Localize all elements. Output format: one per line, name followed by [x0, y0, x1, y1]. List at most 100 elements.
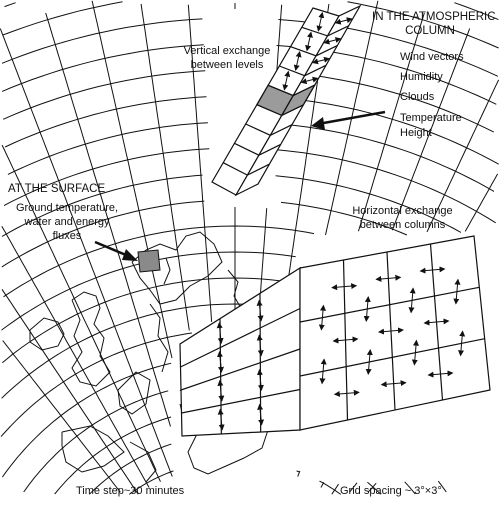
grid-latitude-line: [2, 70, 206, 120]
grid-longitude-line: [1, 144, 161, 482]
grid-latitude-line: [23, 390, 169, 493]
vertical-exchange-line-2: between levels: [190, 59, 264, 71]
block-front-row-line: [299, 338, 485, 377]
grid-longitude-line: [140, 3, 190, 331]
exchange-arrow: [216, 322, 224, 345]
exchange-arrow: [427, 370, 454, 378]
grid-latitude-line: [367, 481, 382, 495]
grid-latitude-line: [454, 2, 499, 21]
grid-longitude-line: [349, 482, 358, 493]
block-left-face: [179, 266, 301, 437]
grid-latitude-line: [1, 18, 203, 64]
grid-latitude-line: [1, 362, 172, 478]
column-level-line: [301, 25, 349, 37]
atmospheric-column: [211, 4, 362, 197]
column-shaded-cell: [280, 83, 317, 117]
exchange-arrow: [378, 327, 404, 335]
surface-header: AT THE SURFACE: [8, 183, 106, 195]
grid-latitude-line: [437, 480, 447, 493]
coastline-path: [129, 441, 157, 483]
grid-longitude-line: [464, 173, 499, 232]
exchange-arrow: [217, 350, 224, 373]
column-level-line: [222, 162, 270, 176]
grid-latitude-line: [282, 97, 499, 165]
grid-latitude-line: [1, 44, 204, 92]
grid-latitude-line: [280, 123, 495, 192]
exchange-arrow: [423, 318, 450, 326]
grid-longitude-line: [297, 470, 301, 477]
column-pointer-line: [317, 110, 386, 126]
exchange-arrow: [458, 330, 466, 357]
grid-latitude-line: [2, 1, 123, 36]
atmospheric-item-humidity: Humidity: [400, 71, 443, 83]
grid-latitude-line: [7, 122, 208, 175]
grid-latitude-line: [347, 1, 499, 49]
atmospheric-header-line-2: COLUMN: [405, 25, 455, 37]
exchange-arrow: [256, 369, 264, 391]
grid-latitude-line: [88, 443, 172, 495]
coastline-path: [117, 371, 151, 415]
column-level-line: [245, 123, 293, 136]
horizontal-exchange-line-2: between columns: [359, 219, 446, 231]
grid-latitude-line: [277, 149, 496, 224]
atmospheric-item-wind-vectors: Wind vectors: [400, 51, 464, 63]
column-level-line: [279, 64, 327, 77]
column-level-line: [234, 142, 281, 156]
grid-latitude-line: [296, 470, 300, 473]
grid-longitude-line: [1, 225, 150, 488]
grid-latitude-line: [319, 480, 342, 495]
grid-latitude-line: [275, 175, 462, 233]
coastline-path: [163, 257, 171, 285]
grid-latitude-line: [4, 96, 207, 148]
coastline-path: [29, 317, 65, 351]
grid-spacing-label: Grid spacing ~ 3°×3°: [340, 485, 442, 497]
callout-pointers: [94, 110, 386, 273]
horizontal-exchange-label: Horizontal exchange between columns: [340, 204, 465, 232]
column-pointer-head: [311, 117, 325, 130]
grid-longitude-line: [91, 0, 173, 359]
exchange-arrow: [256, 299, 264, 322]
grid-longitude-line: [187, 4, 213, 322]
grid-longitude-line: [357, 12, 425, 232]
exchange-arrow: [408, 287, 416, 314]
grid-longitude-line: [0, 28, 173, 477]
column-level-line: [290, 45, 338, 57]
atmospheric-header-line-1: IN THE ATMOSPHERIC: [372, 11, 496, 23]
grid-longitude-line: [45, 12, 171, 427]
block-side-row-line: [181, 388, 301, 414]
exchange-arrow: [257, 403, 265, 426]
exchange-arrow: [363, 296, 371, 322]
exchange-arrow: [282, 70, 291, 91]
grid-longitude-line: [331, 483, 339, 495]
coastline-path: [227, 269, 243, 311]
grid-latitude-line: [128, 470, 174, 495]
grid-latitude-line: [1, 303, 276, 399]
grid-latitude-line: [280, 201, 408, 236]
exchange-arrow: [217, 379, 225, 402]
exchange-arrow: [305, 31, 313, 52]
grid-longitude-line: [1, 289, 139, 495]
grid-longitude-line: [320, 482, 325, 488]
exchange-arrow: [323, 37, 342, 45]
exchange-arrow: [318, 304, 326, 331]
grid-latitude-line: [4, 2, 16, 8]
exchange-arrow: [332, 336, 359, 344]
surface-fluxes-label: Ground temperature, water and energy flu…: [8, 201, 126, 243]
exchange-arrow: [375, 274, 402, 282]
exchange-arrow: [453, 278, 461, 305]
surface-fluxes-line-2: water and energy: [24, 216, 110, 228]
grid-latitude-line: [1, 277, 298, 364]
block-front-row-line: [299, 286, 480, 323]
exchange-arrow: [312, 56, 330, 65]
block-side-row-line: [180, 307, 301, 368]
coastline-path: [71, 291, 111, 387]
coastline-path: [61, 425, 125, 473]
grid-latitude-line: [3, 225, 315, 298]
exchange-arrow: [380, 380, 407, 388]
surface-fluxes-line-3: fluxes: [52, 230, 82, 242]
surface-shaded-cell: [137, 249, 161, 273]
block-side-row-line: [180, 348, 301, 391]
surface-fluxes-line-1: Ground temperature,: [15, 202, 119, 214]
coastline-path: [149, 303, 169, 373]
